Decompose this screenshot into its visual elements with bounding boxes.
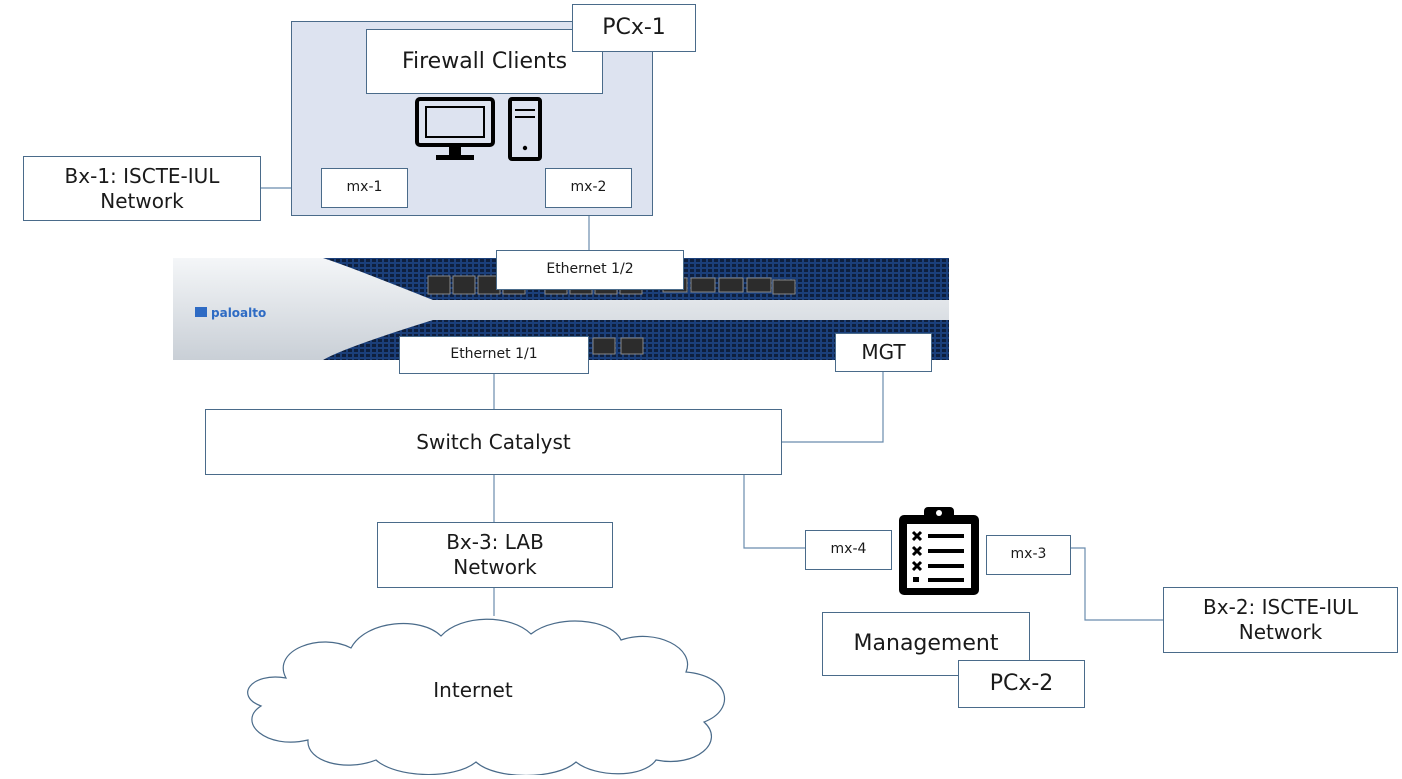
paloalto-logo: paloalto xyxy=(211,306,267,320)
internet-cloud xyxy=(226,610,761,776)
switch-catalyst: Switch Catalyst xyxy=(205,409,782,475)
port-mx3: mx-3 xyxy=(986,535,1071,575)
wire-mx3-bx2 xyxy=(1071,547,1163,621)
bx3-network-label: Bx-3: LAB Network xyxy=(377,522,613,588)
bx1-network-label: Bx-1: ISCTE-IUL Network xyxy=(23,156,261,221)
port-mgt: MGT xyxy=(835,333,932,372)
port-mx1: mx-1 xyxy=(321,168,408,208)
clipboard-checklist-icon xyxy=(896,505,982,597)
desktop-computer-icon xyxy=(414,96,544,164)
wire-switch-mx4 xyxy=(743,475,805,549)
internet-label: Internet xyxy=(433,678,513,702)
wire-mgt-switch xyxy=(782,372,884,443)
port-mx2: mx-2 xyxy=(545,168,632,208)
port-ethernet-1-1: Ethernet 1/1 xyxy=(399,336,589,374)
firewall-clients-label: Firewall Clients xyxy=(366,29,603,94)
bx2-network-label: Bx-2: ISCTE-IUL Network xyxy=(1163,587,1398,653)
pcx1-label: PCx-1 xyxy=(572,4,696,52)
port-mx4: mx-4 xyxy=(805,530,892,570)
port-ethernet-1-2: Ethernet 1/2 xyxy=(496,250,684,290)
pcx2-label: PCx-2 xyxy=(958,660,1085,708)
